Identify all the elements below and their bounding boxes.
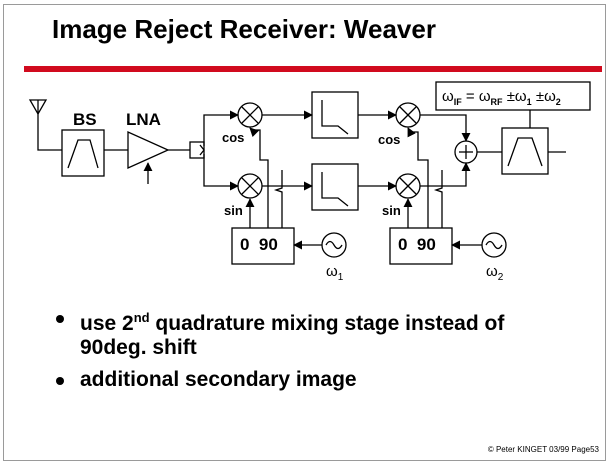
slide-border: [3, 4, 606, 461]
phase-shift-label-1: 0 90: [240, 235, 278, 254]
bandpass-filter-icon: [61, 129, 105, 177]
phase-shift-label-2: 0 90: [398, 235, 436, 254]
mixer-label-cos-2: cos: [378, 132, 400, 147]
mixer-icon: [237, 173, 263, 199]
bullet-dot: [56, 377, 64, 385]
amplifier-icon: [127, 130, 170, 184]
bs-label: BS: [73, 110, 97, 129]
splitter-icon: [189, 141, 205, 159]
equation-text: ωIF = ωRF ±ω1 ±ω2: [442, 88, 561, 107]
title-rule: [24, 66, 602, 72]
lna-label: LNA: [126, 110, 161, 129]
weaver-block-diagram: BS LNA cos sin cos sin 0 90 0 90 ω1 ω2 ω…: [28, 81, 591, 283]
bullet-text-2: additional secondary image: [80, 368, 357, 391]
bandpass-filter-icon: [501, 127, 549, 175]
bullet-text-1: use 2nd quadrature mixing stage instead …: [80, 310, 505, 359]
mixer-icon: [237, 102, 263, 128]
slide-title: Image Reject Receiver: Weaver: [52, 14, 436, 44]
lowpass-filter-icon: [311, 163, 359, 211]
mixer-label-sin-2: sin: [382, 203, 401, 218]
mixer-icon: [395, 173, 421, 199]
equation-box: [435, 81, 591, 111]
footer-copyright: © Peter KINGET 03/99 Page53: [487, 445, 599, 454]
summer-icon: [454, 140, 478, 164]
bullet-dot: [56, 315, 64, 323]
oscillator-2-label: ω2: [486, 263, 504, 283]
oscillator-icon: [481, 232, 507, 258]
lowpass-filter-icon: [311, 91, 359, 139]
oscillator-icon: [321, 232, 347, 258]
oscillator-1-label: ω1: [326, 263, 344, 283]
mixer-icon: [395, 102, 421, 128]
antenna-icon: [28, 99, 62, 151]
mixer-label-sin-1: sin: [224, 203, 243, 218]
mixer-label-cos-1: cos: [222, 130, 244, 145]
